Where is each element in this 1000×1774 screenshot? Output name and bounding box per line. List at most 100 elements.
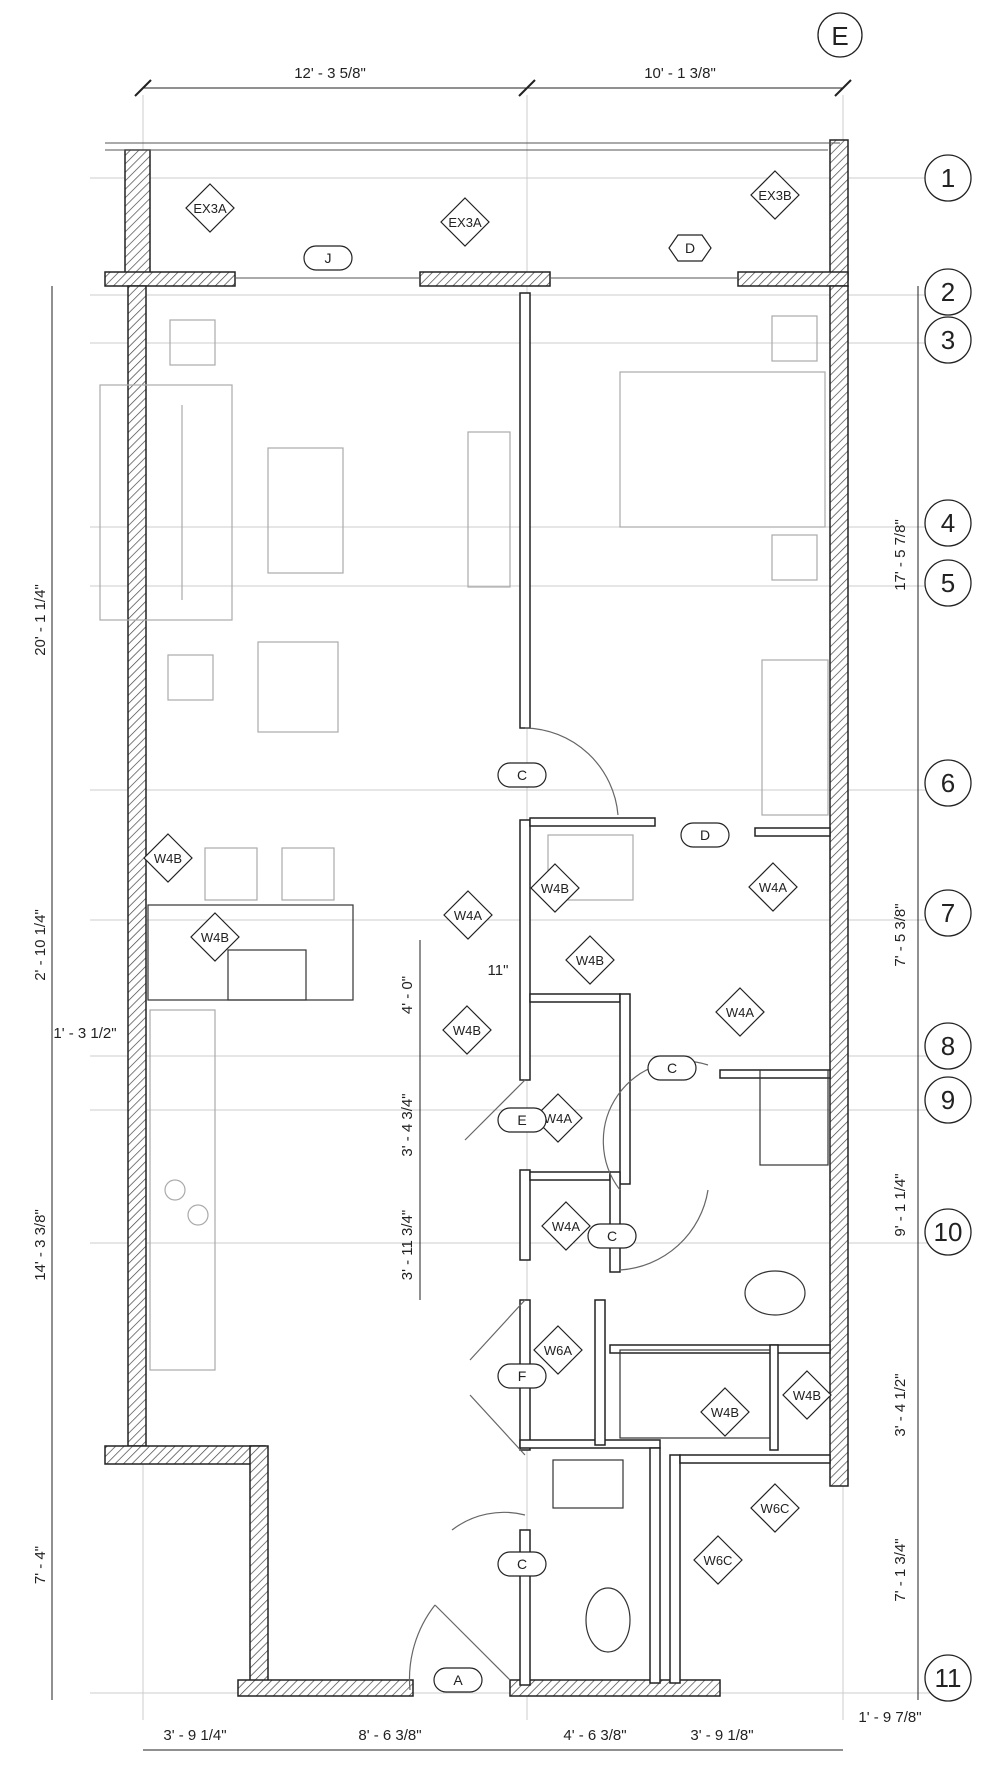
- grid-row-label: 4: [941, 508, 955, 538]
- wall-tag-ex3a-1: EX3A: [185, 183, 235, 233]
- dim-bottom-3: 4' - 6 3/8": [563, 1727, 626, 1744]
- coffee-table: [267, 447, 344, 574]
- wall-tag-w4a-1: W4A: [443, 890, 493, 940]
- wall-tag-label: EX3B: [758, 188, 791, 203]
- balcony-pier-right: [829, 139, 849, 281]
- grid-row-label: 5: [941, 568, 955, 598]
- dim-left-bottom: 7' - 4": [32, 1546, 49, 1584]
- dimension-lines: [51, 79, 919, 1751]
- side-table: [169, 319, 216, 366]
- dim-bottom-4: 3' - 9 1/8": [690, 1727, 753, 1744]
- grid-bubble-row-10: 10: [924, 1208, 972, 1256]
- wall-tag-w4a-5: W4A: [541, 1201, 591, 1251]
- wall-tag-label: W4B: [576, 953, 604, 968]
- grid-row-label: 7: [941, 898, 955, 928]
- wall-tag-w6a: W6A: [533, 1325, 583, 1375]
- wall-tag-label: W4A: [759, 880, 788, 895]
- wall-tag-w6c-2: W6C: [693, 1535, 743, 1585]
- dim-inner-c: 3' - 11 3/4": [399, 1210, 416, 1280]
- grid-row-label: 9: [941, 1085, 955, 1115]
- dim-bottom-1: 3' - 9 1/4": [163, 1727, 226, 1744]
- sofa: [99, 384, 233, 621]
- grid-row-label: 2: [941, 277, 955, 307]
- wall-tag-label: W4B: [154, 851, 182, 866]
- grid-row-label: 8: [941, 1031, 955, 1061]
- door-tag-label: D: [685, 240, 695, 256]
- grid-row-label: 6: [941, 768, 955, 798]
- grid-bubble-row-8: 8: [924, 1022, 972, 1070]
- door-tag-c4: C: [497, 1551, 547, 1577]
- grid-row-bubbles: 1 2 3 4 5 6 7 8 9 10 11: [924, 154, 972, 1702]
- wall-tag-label: W4B: [541, 881, 569, 896]
- door-tag-label: F: [518, 1368, 527, 1384]
- furniture: [99, 315, 829, 1653]
- kitchen-sink: [227, 949, 307, 1001]
- wall-tag-w4b-4: W4B: [565, 935, 615, 985]
- door-tag-label: C: [517, 767, 527, 783]
- balcony-pier-left: [124, 149, 151, 281]
- wall-tag-label: W6A: [544, 1343, 573, 1358]
- dim-top-left: 12' - 3 5/8": [294, 65, 366, 82]
- grid-bubbles: E: [817, 12, 863, 58]
- wall-tag-ex3a-2: EX3A: [440, 197, 490, 247]
- dim-right-mid3: 3' - 4 1/2": [892, 1373, 909, 1436]
- door-tag-label: A: [453, 1672, 463, 1688]
- grid-row-label: 3: [941, 325, 955, 355]
- wall-tags: EX3A EX3A EX3B W4B W4B W4B W4B W4B W4B W4B W4A W4A W…: [143, 170, 832, 1585]
- dim-left-upper: 20' - 1 1/4": [32, 584, 49, 656]
- grid-bubble-row-5: 5: [924, 559, 972, 607]
- wall-tag-w4a-4: W4A: [533, 1093, 583, 1143]
- dim-right-upper: 17' - 5 7/8": [892, 519, 909, 591]
- door-tag-a: A: [433, 1667, 483, 1693]
- dim-left-lower: 14' - 3 3/8": [32, 1209, 49, 1281]
- wall-tag-label: W4A: [552, 1219, 581, 1234]
- door-tag-label: D: [700, 827, 710, 843]
- wall-tag-w4a-3: W4A: [715, 987, 765, 1037]
- door-tag-label: J: [325, 250, 332, 266]
- toilet: [744, 1270, 806, 1316]
- wall-tag-label: W4A: [726, 1005, 755, 1020]
- dim-bottom-2: 8' - 6 3/8": [358, 1727, 421, 1744]
- grid-bubble-row-4: 4: [924, 499, 972, 547]
- desk: [761, 659, 829, 816]
- wall-tag-label: W6C: [761, 1501, 790, 1516]
- door-tag-c1: C: [497, 762, 547, 788]
- dim-left-mid: 2' - 10 1/4": [32, 909, 49, 981]
- wall-tag-label: W4A: [544, 1111, 573, 1126]
- door-tag-e: E: [497, 1107, 547, 1133]
- tv-console: [467, 431, 511, 588]
- dim-top-right: 10' - 1 3/8": [644, 65, 716, 82]
- kitchen-counter: [149, 1009, 216, 1371]
- wall-tag-ex3b: EX3B: [750, 170, 800, 220]
- dim-right-mid2: 9' - 1 1/4": [892, 1173, 909, 1236]
- wall-tag-w4b-7: W4B: [782, 1370, 832, 1420]
- wall-tag-w4b-6: W4B: [700, 1387, 750, 1437]
- wall-tag-label: W6C: [704, 1553, 733, 1568]
- dim-right-mid1: 7' - 5 3/8": [892, 903, 909, 966]
- wall-tag-w4b-5: W4B: [442, 1005, 492, 1055]
- dim-right-bottom: 7' - 1 3/4": [892, 1538, 909, 1601]
- grid-row-label: 10: [934, 1217, 963, 1247]
- dim-inner-11: 11": [488, 962, 509, 979]
- bath-vanity: [759, 1069, 829, 1166]
- door-tag-j: J: [303, 245, 353, 271]
- kitchen-island: [147, 904, 354, 1001]
- wall-tag-w4b-1: W4B: [143, 833, 193, 883]
- grid-bubble-row-3: 3: [924, 316, 972, 364]
- grid-row-label: 11: [935, 1663, 962, 1693]
- wall-tag-w4b-2: W4B: [190, 912, 240, 962]
- armchair: [257, 641, 339, 733]
- grid-label-e: E: [831, 21, 848, 51]
- door-tag-d2: D: [680, 822, 730, 848]
- wall-tag-w4a-2: W4A: [748, 862, 798, 912]
- wall-tag-label: W4B: [201, 930, 229, 945]
- grid-row-label: 1: [941, 163, 955, 193]
- grid-bubble-row-9: 9: [924, 1076, 972, 1124]
- door-tag-label: E: [517, 1112, 526, 1128]
- wall-tag-label: EX3A: [193, 201, 227, 216]
- grid-bubble-e: [817, 12, 863, 58]
- toilet-2: [585, 1587, 631, 1653]
- dim-bottom-5: 1' - 9 7/8": [858, 1709, 921, 1726]
